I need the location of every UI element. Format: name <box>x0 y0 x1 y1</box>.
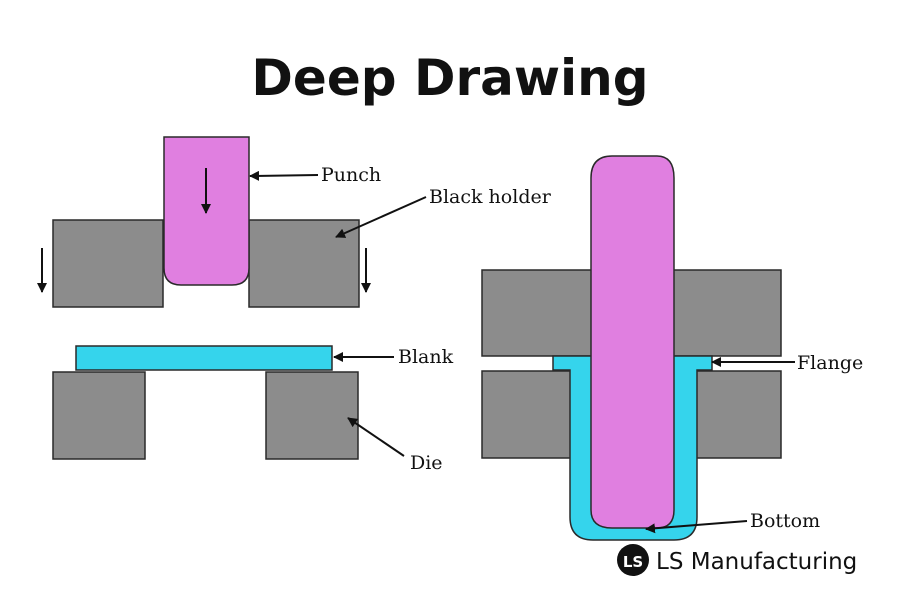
brand-name: LS Manufacturing <box>656 549 857 575</box>
brand-logo-letters: LS <box>623 553 643 571</box>
die-left-block <box>52 371 146 460</box>
label-blank: Blank <box>398 346 454 368</box>
label-blank-holder: Black holder <box>429 186 552 208</box>
label-bottom: Bottom <box>750 510 820 532</box>
punch-leader-arrow <box>249 170 319 181</box>
page-title: Deep Drawing <box>251 49 648 107</box>
blank-sheet <box>75 345 333 371</box>
label-flange: Flange <box>797 352 863 374</box>
blank-holder-leader-arrow <box>335 196 427 238</box>
brand-logo: LS <box>617 544 649 576</box>
punch-right <box>590 155 675 529</box>
die-leader-arrow <box>347 417 405 457</box>
bottom-leader-arrow <box>645 520 748 534</box>
label-punch: Punch <box>321 164 381 186</box>
blank-holder-left-block <box>52 219 164 308</box>
die-right-block <box>265 371 359 460</box>
label-die: Die <box>410 452 443 474</box>
